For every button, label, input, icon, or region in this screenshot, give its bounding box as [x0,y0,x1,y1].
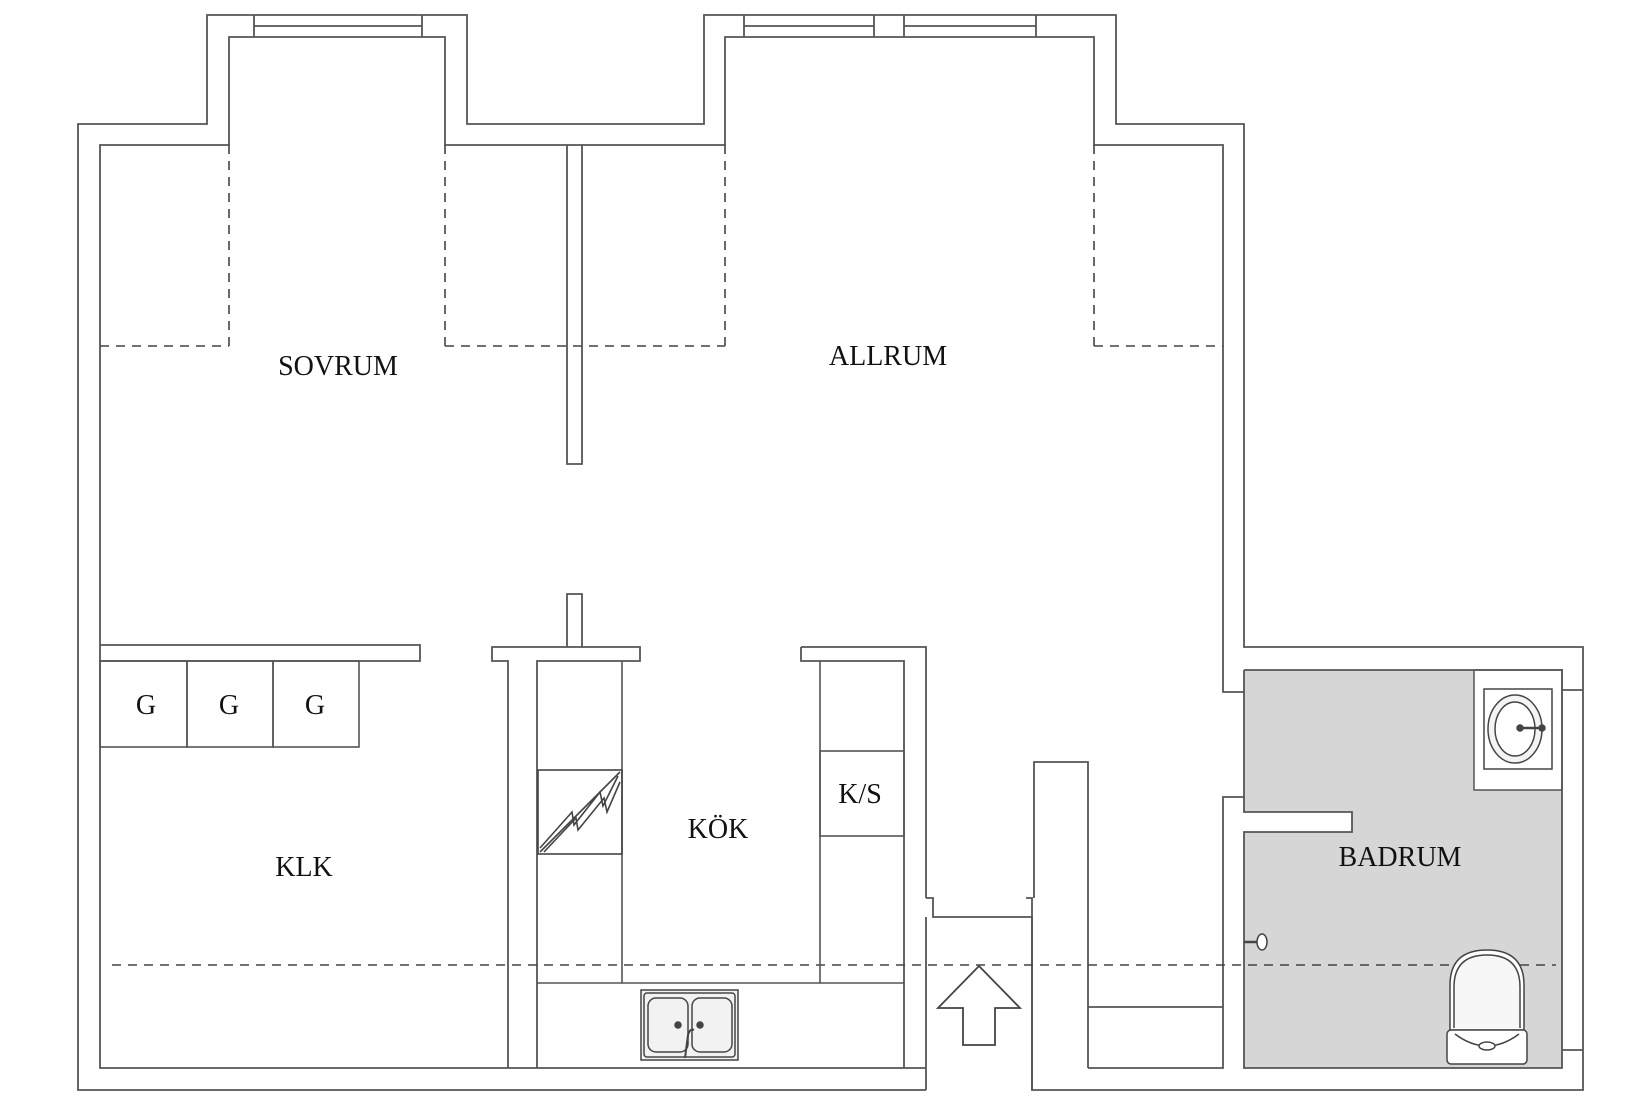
interior-walls [100,145,1223,1090]
outer-walls [77,14,1584,1091]
stove-icon [537,769,623,855]
storage-label-g3: G [305,690,325,721]
storage-label-ks: K/S [838,779,882,810]
entrance-arrow-icon [935,964,1023,1046]
storage-label-g1: G [136,690,156,721]
room-label-badrum: BADRUM [1339,842,1462,873]
room-label-allrum: ALLRUM [829,341,947,372]
double-sink-icon [640,989,739,1061]
room-label-sovrum: SOVRUM [278,351,398,382]
storage-cabinets [99,660,360,748]
dashed-lines [100,145,1556,966]
room-labels: SOVRUM ALLRUM KLK KÖK BADRUM [275,341,1461,883]
room-label-kok: KÖK [688,814,749,845]
water-tap-icon [1244,933,1268,951]
toilet-icon [1446,949,1528,1065]
storage-label-g2: G [219,690,239,721]
room-label-klk: KLK [275,852,333,883]
wash-basin-icon [1483,688,1553,770]
storage-labels: G G G K/S [136,690,882,810]
